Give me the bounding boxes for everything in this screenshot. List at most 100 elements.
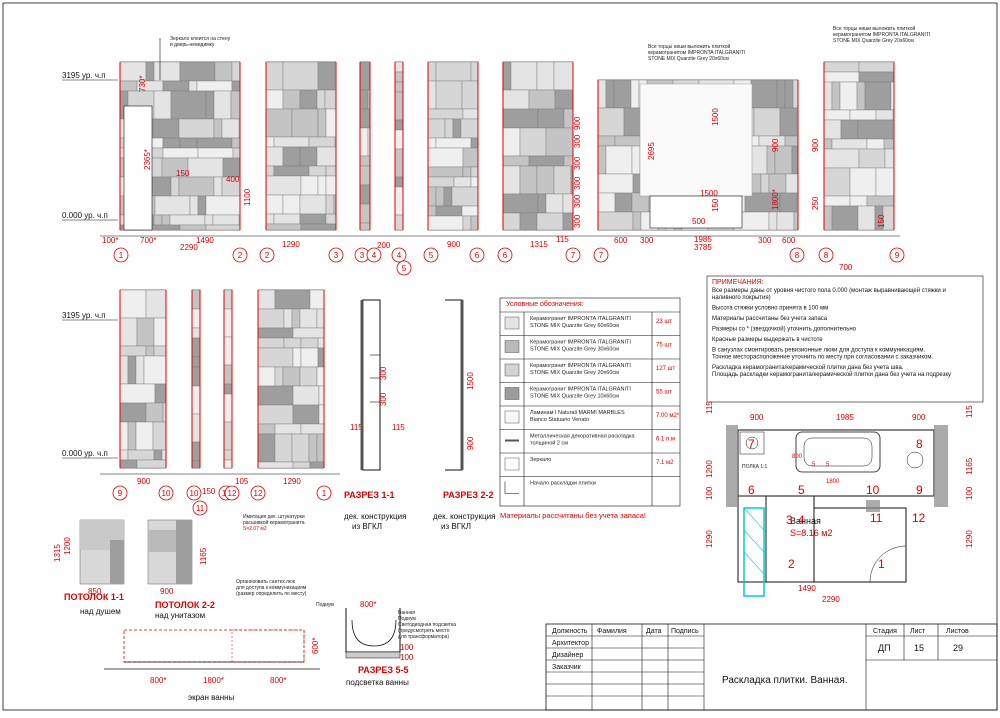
elev1-0-tile-r7-c4 — [178, 176, 215, 197]
plan-axis-2: 6 — [748, 483, 755, 497]
notes-box: ПРИМЕЧАНИЯ:Все размеры даны от уровня чи… — [706, 275, 984, 403]
elev1-6-tile-r6-c0 — [597, 211, 634, 231]
elev1-5-tile-r0-c1 — [510, 61, 538, 91]
elev1-7-tile-r3-c2 — [875, 109, 894, 121]
elev1-5-tile-r6-c3 — [562, 193, 574, 214]
elev1-6-tile-r1-c0 — [597, 107, 625, 137]
inner1-0: 730* — [138, 76, 147, 92]
elev1-1-tile-r9-c0 — [265, 223, 302, 231]
dim1-0: 700* — [140, 236, 156, 245]
axis2-0-label: 9 — [118, 489, 123, 498]
axis1-9-circle — [469, 247, 485, 263]
elev1-5-tile-r3-c1 — [519, 127, 547, 157]
axis1-12-label: 7 — [599, 251, 604, 260]
elev1-0-tile-r3-c4 — [178, 118, 215, 139]
elev1-0-tile-r1-c2 — [162, 80, 190, 92]
elevations-row-2: 910101111121219001501051290115 — [100, 289, 363, 516]
elev1-2-tile-r0-c0 — [359, 61, 371, 91]
inner1-17: 1500 — [700, 189, 718, 198]
elev1-4-tile-r1-c1 — [435, 80, 463, 110]
elev1-0-tile-r9-c6 — [212, 214, 240, 226]
c11-title: ПОТОЛОК 1-1 — [64, 592, 124, 602]
elev2-1-tile-r0-c0 — [191, 289, 201, 310]
axis1-11-label: 7 — [571, 251, 576, 260]
legend-text-5-0: Металлическая декоративная раскладка — [530, 434, 636, 440]
niche-area — [639, 83, 753, 197]
dim1-1: 1490 — [196, 236, 214, 245]
elev1-5-tile-r3-c0 — [502, 127, 521, 157]
c22-title: ПОТОЛОК 2-2 — [155, 600, 215, 610]
elev1-5-tile-r5-c3 — [553, 165, 572, 195]
axis1-6-label: 4 — [397, 251, 402, 260]
elev1-1-tile-r6-c1 — [300, 175, 319, 196]
axis2-6-circle — [250, 485, 266, 501]
inner1-19: 250 — [811, 196, 820, 210]
legend-qty-2: 127 шт — [656, 366, 675, 372]
elev1-0-tile-r6-c4 — [187, 157, 224, 178]
elev1-0-tile-r0-c3 — [179, 61, 216, 82]
elev1-0-tile-r3-c5 — [213, 118, 223, 139]
dim1-8: 115 — [556, 235, 569, 244]
elev2-1-tile-r3-c0 — [191, 337, 201, 358]
legend-swatch-2 — [504, 363, 520, 377]
elev2-3-tile-r3-c2 — [300, 337, 319, 349]
elev2-3-tile-r7-c2 — [318, 404, 325, 425]
elev1-7-tile-r8-c2 — [866, 195, 895, 207]
legend-text-3-0: Керамогранит IMPRONTA ITALGRANITI — [530, 387, 631, 393]
elev1-3-tile-r5-c0 — [394, 129, 404, 150]
elev1-0-tile-r3-c3 — [152, 118, 180, 139]
elev2-3-tile-r5-c2 — [282, 366, 301, 387]
screen-dim-4: 600* — [311, 638, 320, 654]
elev2-0-tile-r2-c2 — [153, 345, 167, 357]
elev1-0-tile-r0-c4 — [214, 61, 233, 82]
elev2-3-tile-r1-c2 — [291, 308, 301, 329]
mirror-note-2: и дверь-невидимку — [170, 42, 215, 48]
inner1-1: 2365* — [143, 149, 152, 170]
elev2-1-tile-r6-c0 — [191, 385, 201, 415]
elev1-6-tile-r3-c1 — [605, 145, 633, 175]
elev1-3-tile-r7-c0 — [394, 176, 404, 188]
c11-dim-850: 850 — [88, 587, 102, 596]
niche-left-note-3: STONE MIX Quarzite Grey 20x60см — [648, 56, 729, 62]
elev1-5-tile-r4-c1 — [528, 155, 565, 167]
niche-left-note-2: керамогранитом IMPRONTA ITALGRANITI — [648, 50, 745, 56]
axis1-13-label: 8 — [795, 251, 800, 260]
legend-title: Условные обозначения: — [506, 300, 584, 308]
elev2-3-tile-r8-c1 — [274, 423, 302, 435]
notes-line-14: Раскладка керамогранита/керамической пли… — [712, 364, 904, 371]
elev1-7-tile-r6-c0 — [823, 148, 860, 169]
tb-role-1: Архитектор — [552, 640, 589, 647]
elev2-1-tile-r7-c0 — [191, 413, 201, 443]
elev2-0-tile-r2-c0 — [119, 345, 147, 357]
c22-callout-1: Имитация дек. штукатурки — [243, 514, 305, 520]
s55-callout-4: (предусмотреть место — [398, 628, 450, 634]
elev1-1-tile-r2-c1 — [291, 108, 319, 138]
inner1-14: 1800* — [771, 189, 780, 210]
elev1-5-tile-r7-c3 — [562, 212, 574, 231]
elev1-0-tile-r2-c6 — [230, 90, 241, 120]
elev1-6-tile-r6-c1 — [632, 211, 642, 231]
elev1-4-tile-r7-c2 — [470, 176, 479, 188]
legend-swatch-0 — [504, 316, 520, 330]
elev1-7-tile-r6-c2 — [884, 148, 895, 169]
elev1-5-tile-r1-c1 — [528, 89, 556, 110]
inner1-20: 150 — [877, 214, 886, 228]
elev1-0-tile-r2-c3 — [170, 90, 207, 120]
elev1-0-tile-r2-c5 — [213, 90, 232, 120]
mirror-callout: Зеркало клеится на стену и дверь-невидим… — [159, 36, 231, 80]
elev1-7-tile-r4-c1 — [840, 119, 859, 140]
s22-sub-1: дек. конструкция — [433, 512, 495, 521]
elev1-7-tile-r8-c0 — [823, 195, 851, 207]
elev1-6-tile-r2-c1 — [614, 135, 642, 147]
elev1-1-tile-r1-c0 — [265, 89, 284, 110]
elev1-3-tile-r8-c0 — [394, 186, 404, 216]
dim1-5: 200 — [377, 241, 391, 250]
elev1-5-tile-r1-c0 — [502, 89, 530, 110]
level-zero-label: 0.000 ур. ч.п — [62, 211, 108, 220]
bath-front — [649, 195, 743, 229]
elev1-1-tile-r0-c2 — [317, 61, 336, 91]
dim2-3: 1290 — [283, 477, 301, 486]
elev1-0-tile-r8-c2 — [189, 195, 199, 216]
elev2-0-tile-r7-c3 — [161, 449, 167, 461]
